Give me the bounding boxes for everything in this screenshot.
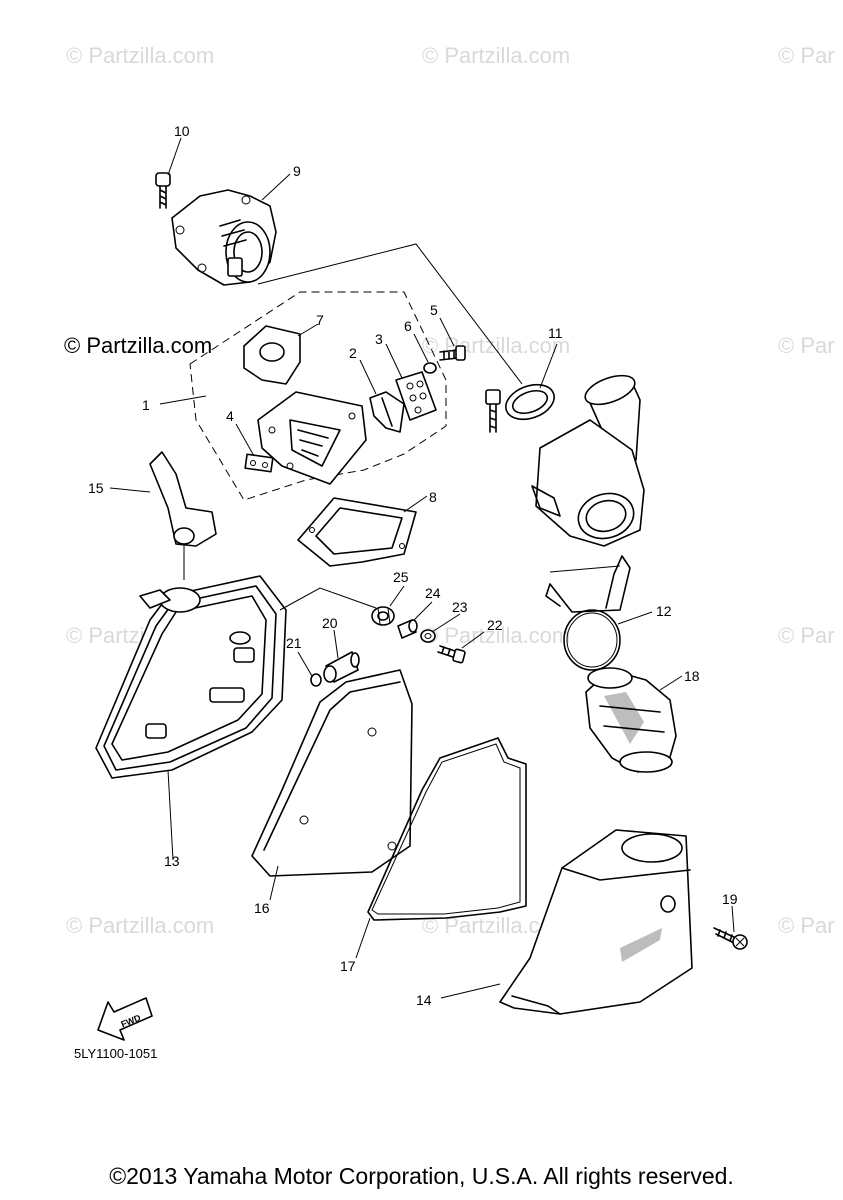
watermark-faint: © Partzilla.com xyxy=(422,333,570,358)
callout-2: 2 xyxy=(349,345,357,361)
part-10-bolt xyxy=(155,172,171,209)
callout-20: 20 xyxy=(322,615,338,631)
part-12-clip xyxy=(545,555,631,671)
part-13-cap xyxy=(95,575,287,779)
watermark-faint: © Partzilla.com xyxy=(422,623,570,648)
callout-19: 19 xyxy=(722,891,738,907)
callout-4: 4 xyxy=(226,408,234,424)
part-2-reed xyxy=(369,391,405,433)
part-19-screw xyxy=(713,927,748,950)
part-21-clip xyxy=(310,673,322,687)
part-25-grommet xyxy=(371,606,395,626)
watermark-faint: © Partzilla.com xyxy=(422,43,570,68)
callout-16: 16 xyxy=(254,900,270,916)
callout-12: 12 xyxy=(656,603,672,619)
part-17-gasket xyxy=(367,737,527,921)
watermark-faint-cut: © Par xyxy=(778,913,835,938)
carburetor xyxy=(531,374,645,547)
cap-link-line xyxy=(279,587,377,611)
callout-1: 1 xyxy=(142,397,150,413)
fwd-arrow: FWD xyxy=(97,997,153,1041)
reed-assembly-outline xyxy=(189,291,447,501)
watermark-faint: © Partzilla.com xyxy=(66,43,214,68)
callout-18: 18 xyxy=(684,668,700,684)
callout-13: 13 xyxy=(164,853,180,869)
part-3-stopper xyxy=(395,371,437,421)
part-18-joint xyxy=(585,667,677,773)
part-23-washer-hole xyxy=(424,633,432,639)
leader-lines xyxy=(109,137,735,999)
callout-23: 23 xyxy=(452,599,468,615)
callout-11: 11 xyxy=(548,325,563,341)
part-5-screw xyxy=(439,345,466,361)
part-20-tube xyxy=(323,651,360,683)
callout-6: 6 xyxy=(404,318,412,334)
part-22-bolt xyxy=(437,645,466,664)
part-15-hose xyxy=(149,451,217,580)
watermark-faint-cut: © Par xyxy=(778,333,835,358)
callout-21: 21 xyxy=(286,635,302,651)
part-4-plate xyxy=(244,453,274,473)
part-11-clamp xyxy=(485,383,555,433)
part-14-case xyxy=(499,829,693,1015)
watermark-faint-cut: © Par xyxy=(778,623,835,648)
callout-10: 10 xyxy=(174,123,190,139)
part-9-manifold xyxy=(171,189,277,286)
watermark-faint: © Partzilla.com xyxy=(66,913,214,938)
connection-line xyxy=(257,243,523,385)
callout-5: 5 xyxy=(430,302,438,318)
callout-numbers: 1 2 3 4 5 6 7 8 9 10 11 12 13 14 15 16 1… xyxy=(88,123,738,1008)
part-24-collar xyxy=(397,619,418,639)
copyright-notice: ©2013 Yamaha Motor Corporation, U.S.A. A… xyxy=(109,1163,734,1189)
part-8-gasket xyxy=(297,497,417,567)
clip-link-line xyxy=(549,565,621,573)
part-7-holder xyxy=(243,325,301,385)
callout-24: 24 xyxy=(425,585,441,601)
watermark-faint-cut: © Par xyxy=(778,43,835,68)
watermark-main: © Partzilla.com xyxy=(64,333,213,358)
callout-14: 14 xyxy=(416,992,432,1008)
callout-17: 17 xyxy=(340,958,356,974)
callout-25: 25 xyxy=(393,569,409,585)
part-23-washer xyxy=(420,629,436,643)
part-16-element xyxy=(251,669,413,877)
part-6-washer xyxy=(423,362,437,374)
callout-15: 15 xyxy=(88,480,104,496)
callout-7: 7 xyxy=(316,312,324,328)
callout-22: 22 xyxy=(487,617,503,633)
diagram-code: 5LY1100-1051 xyxy=(74,1046,158,1061)
part-1-reed-valve xyxy=(257,391,367,485)
callout-3: 3 xyxy=(375,331,383,347)
callout-9: 9 xyxy=(293,163,301,179)
callout-8: 8 xyxy=(429,489,437,505)
